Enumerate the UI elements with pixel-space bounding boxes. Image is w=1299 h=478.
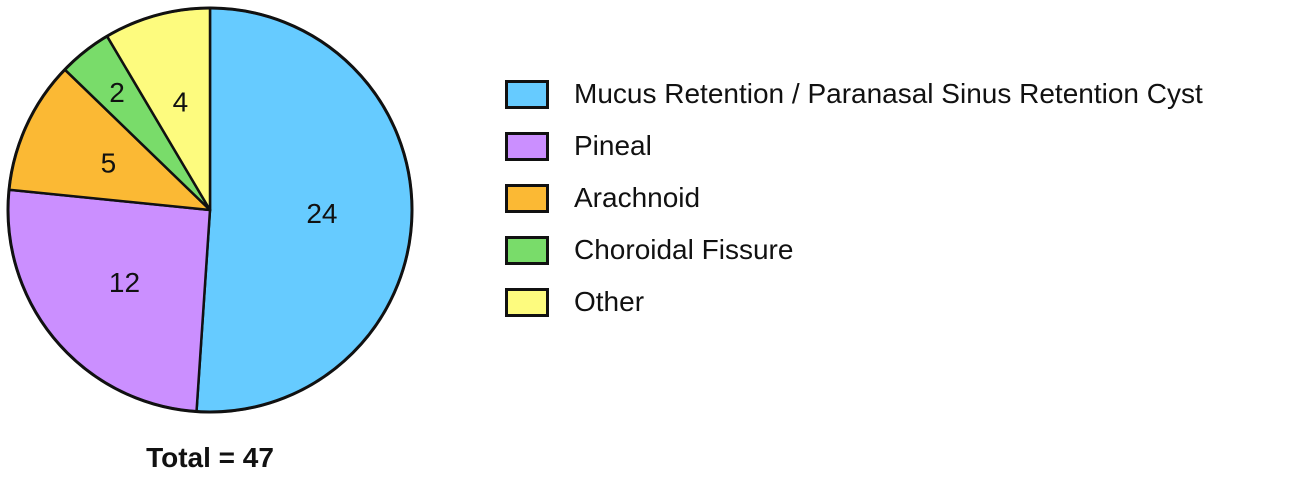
legend: Mucus Retention / Paranasal Sinus Retent… [505, 68, 1299, 328]
legend-swatch [505, 235, 549, 265]
slice-value-label: 5 [101, 147, 117, 178]
pie-outline [6, 6, 414, 414]
pie-slice-2 [6, 188, 212, 413]
legend-swatch [505, 183, 549, 213]
legend-item: Arachnoid [505, 172, 1299, 224]
total-label: Total = 47 [146, 442, 274, 473]
pie-slice-1 [195, 6, 414, 414]
legend-label: Pineal [574, 130, 652, 161]
legend-item: Mucus Retention / Paranasal Sinus Retent… [505, 68, 1299, 120]
slice-value-label: 12 [109, 267, 140, 298]
legend-swatch [505, 287, 549, 317]
legend-label: Mucus Retention / Paranasal Sinus Retent… [574, 78, 1203, 109]
legend-label: Choroidal Fissure [574, 234, 794, 265]
legend-swatch [505, 131, 549, 161]
legend-label: Other [574, 286, 645, 317]
legend-item: Choroidal Fissure [505, 224, 1299, 276]
legend-swatch [505, 79, 549, 109]
slice-value-label: 4 [173, 86, 189, 117]
legend-item: Other [505, 276, 1299, 328]
slice-value-label: 2 [109, 77, 125, 108]
legend-item: Pineal [505, 120, 1299, 172]
pie-slices [6, 6, 414, 414]
legend-label: Arachnoid [574, 182, 701, 213]
slice-value-label: 24 [306, 198, 337, 229]
